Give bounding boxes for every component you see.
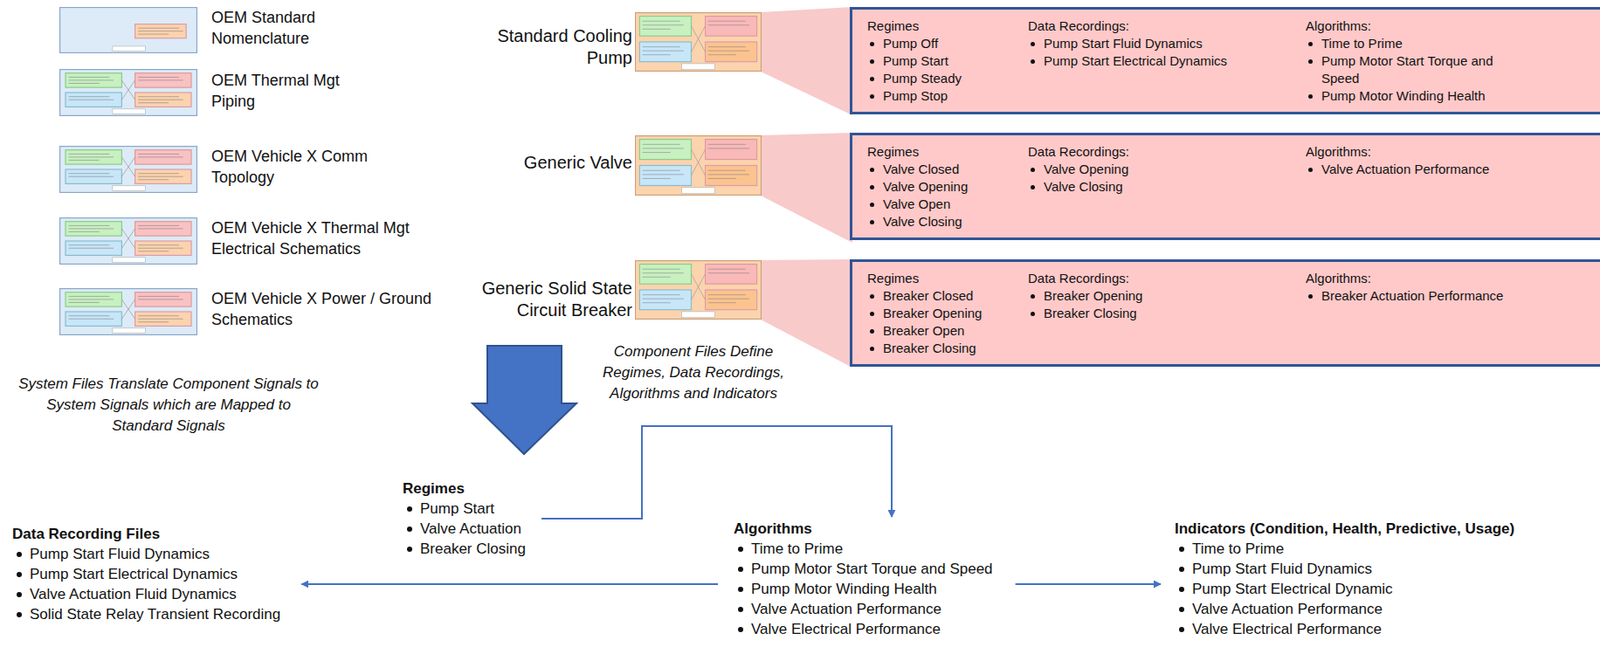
column-heading: Regimes	[867, 269, 1028, 288]
bullet-item: Pump Start Electrical Dynamics	[12, 564, 281, 585]
bullet-item: Valve Actuation Performance	[733, 599, 994, 620]
column-heading: Algorithms:	[1305, 143, 1533, 161]
file-label: OEM Vehicle X Power / Ground Schematics	[211, 288, 455, 331]
column-heading: Regimes	[867, 143, 1028, 161]
column-heading: Algorithms:	[1305, 17, 1533, 35]
component-detail-box: RegimesValve ClosedValve OpeningValve Op…	[849, 132, 1600, 241]
bullet-item: Pump Start Electrical Dynamics	[1027, 52, 1306, 70]
bullet-item: Pump Motor Winding Health	[733, 579, 994, 600]
list-group: Data Recording FilesPump Start Fluid Dyn…	[0, 522, 297, 627]
component-detail-box: RegimesBreaker ClosedBreaker OpeningBrea…	[849, 259, 1600, 367]
bullet-item: Breaker Closing	[867, 339, 1028, 358]
caption-note: Component Files Define Regimes, Data Rec…	[588, 341, 799, 405]
file-label: OEM Thermal Mgt Piping	[211, 69, 369, 112]
list-group: Indicators (Condition, Health, Predictiv…	[1158, 517, 1531, 642]
bullet-item: Pump Steady	[867, 69, 1028, 88]
bullet-item: Solid State Relay Transient Recording	[12, 604, 281, 625]
column: Data Recordings:Breaker OpeningBreaker C…	[1027, 269, 1306, 358]
bullet-item: Breaker Closing	[1027, 304, 1306, 323]
bullet-item: Valve Actuation Fluid Dynamics	[12, 584, 281, 605]
column: Algorithms:Time to PrimePump Motor Start…	[1305, 17, 1533, 105]
bullet-item: Pump Start Fluid Dynamics	[12, 544, 281, 565]
column-heading: Data Recordings:	[1027, 17, 1306, 35]
bullet-item: Pump Start Electrical Dynamic	[1174, 579, 1515, 600]
flow-arrow	[1015, 583, 1161, 586]
column-heading: Data Recordings:	[1027, 269, 1306, 288]
column-heading: Algorithms:	[1305, 269, 1533, 288]
bullet-item: Pump Motor Start Torque and Speed	[1305, 52, 1533, 88]
file-label: OEM Vehicle X Thermal Mgt Electrical Sch…	[211, 217, 435, 260]
group-heading: Data Recording Files	[12, 524, 281, 545]
flow-arrow	[541, 426, 892, 519]
column-heading: Regimes	[867, 17, 1028, 35]
group-heading: Algorithms	[733, 518, 994, 539]
column: Algorithms:Valve Actuation Performance	[1305, 143, 1533, 231]
bullet-item: Pump Start	[402, 498, 526, 519]
column-heading: Data Recordings:	[1027, 143, 1306, 161]
column: RegimesBreaker ClosedBreaker OpeningBrea…	[867, 269, 1028, 358]
bullet-item: Breaker Opening	[1027, 287, 1306, 305]
group-heading: Indicators (Condition, Health, Predictiv…	[1174, 518, 1515, 539]
bullet-item: Time to Prime	[733, 538, 994, 559]
flow-arrow	[301, 583, 718, 586]
bullet-item: Valve Electrical Performance	[1174, 619, 1515, 640]
component-detail-box: RegimesPump OffPump StartPump SteadyPump…	[849, 6, 1600, 115]
bullet-item: Valve Open	[867, 195, 1028, 214]
bullet-item: Pump Start	[867, 52, 1028, 70]
bullet-item: Pump Motor Start Torque and Speed	[733, 558, 994, 580]
bullet-item: Pump Off	[867, 34, 1028, 53]
column: Data Recordings:Valve OpeningValve Closi…	[1027, 143, 1306, 231]
bullet-item: Valve Actuation Performance	[1305, 160, 1533, 179]
bullet-item: Breaker Closing	[402, 538, 526, 559]
bullet-item: Valve Electrical Performance	[733, 619, 994, 640]
bullet-item: Valve Closing	[867, 213, 1028, 231]
list-group: AlgorithmsTime to PrimePump Motor Start …	[717, 517, 1009, 642]
bullet-item: Valve Opening	[867, 178, 1028, 196]
bullet-item: Pump Stop	[867, 87, 1028, 105]
bullet-item: Time to Prime	[1305, 34, 1533, 53]
file-label: OEM Vehicle X Comm Topology	[211, 145, 395, 188]
bullet-item: Valve Actuation Performance	[1174, 599, 1515, 620]
component-name: Standard Cooling Pump	[475, 25, 633, 69]
bullet-item: Valve Opening	[1027, 160, 1306, 179]
group-heading: Regimes	[402, 478, 526, 499]
list-group: RegimesPump StartValve ActuationBreaker …	[386, 476, 542, 561]
bullet-item: Breaker Open	[867, 322, 1028, 340]
bullet-item: Pump Motor Winding Health	[1305, 87, 1533, 105]
bullet-item: Breaker Actuation Performance	[1305, 287, 1533, 305]
column: RegimesPump OffPump StartPump SteadyPump…	[867, 17, 1028, 105]
bullet-item: Breaker Opening	[867, 304, 1028, 323]
bullet-item: Valve Closing	[1027, 178, 1306, 196]
bullet-item: Breaker Closed	[867, 287, 1028, 305]
file-label: OEM Standard Nomenclature	[211, 6, 343, 49]
bullet-item: Pump Start Fluid Dynamics	[1174, 558, 1515, 580]
component-name: Generic Solid State Circuit Breaker	[453, 277, 633, 322]
caption-note: System Files Translate Component Signals…	[15, 373, 322, 437]
column: Data Recordings:Pump Start Fluid Dynamic…	[1027, 17, 1306, 105]
bullet-item: Time to Prime	[1174, 538, 1515, 559]
column: Algorithms:Breaker Actuation Performance	[1305, 269, 1533, 358]
bullet-item: Pump Start Fluid Dynamics	[1027, 34, 1306, 53]
bullet-item: Valve Closed	[867, 160, 1028, 179]
component-name: Generic Valve	[475, 151, 633, 174]
column: RegimesValve ClosedValve OpeningValve Op…	[867, 143, 1028, 231]
bullet-item: Valve Actuation	[402, 518, 526, 539]
